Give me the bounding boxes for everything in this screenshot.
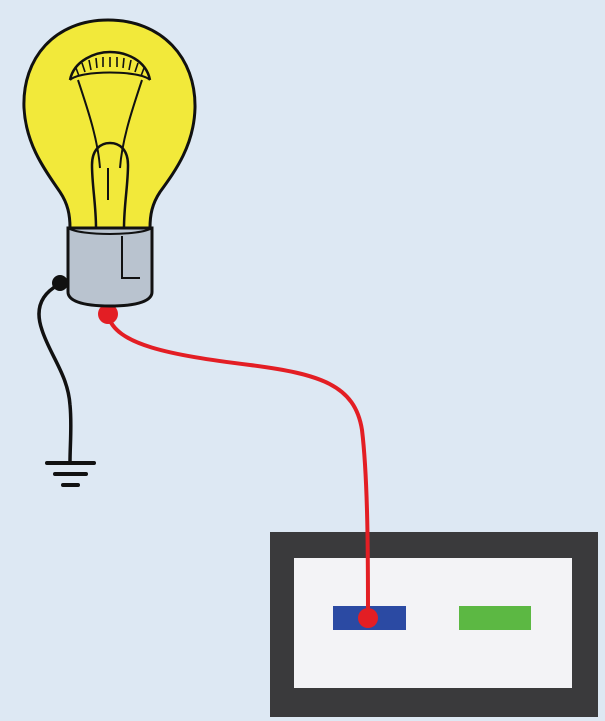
bulb-base-rim (67, 227, 153, 235)
black-wire (37, 283, 73, 464)
red-wire-bulb-contact (98, 304, 118, 324)
green-terminal (459, 606, 531, 630)
bulb-base-detail (121, 236, 140, 279)
bulb-lead-left (77, 79, 101, 169)
bulb-filament-coil (75, 57, 145, 77)
power-source-box (270, 532, 598, 717)
bulb-stem (90, 141, 130, 229)
ground-icon (45, 461, 96, 487)
ground-wire-connector (52, 275, 68, 291)
bulb-lead-right (119, 79, 143, 169)
light-bulb-icon (22, 18, 197, 308)
bulb-filament-inner (69, 71, 151, 81)
red-wire-terminal-contact (358, 608, 378, 628)
red-wire (98, 304, 378, 628)
bulb-base (66, 226, 154, 308)
bulb-filament-arc (68, 50, 152, 81)
ground-wire (37, 275, 73, 464)
red-wire-path (106, 313, 370, 620)
